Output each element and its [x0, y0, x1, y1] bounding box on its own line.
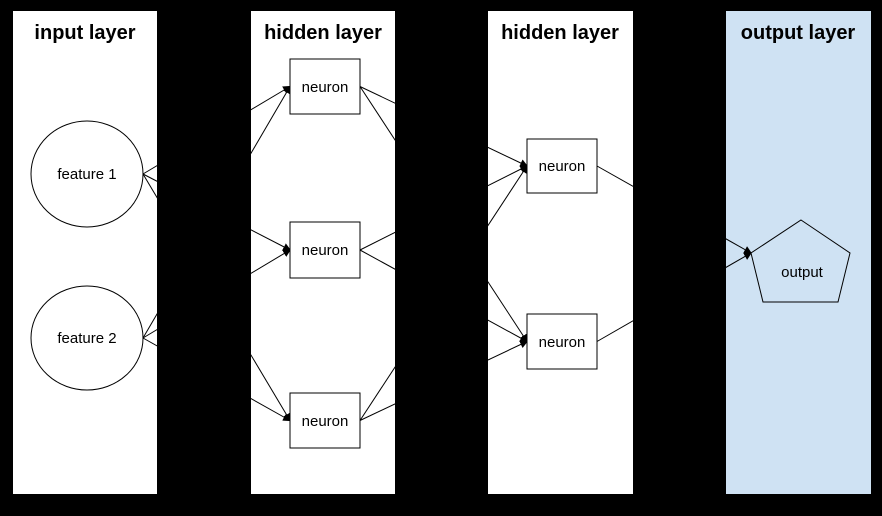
node-feature-1: [30, 120, 144, 228]
title-output-layer: output layer: [741, 22, 856, 44]
title-input-layer: input layer: [34, 22, 135, 44]
node-neuron-2-2: [526, 313, 598, 370]
label-neuron-2-2: neuron: [539, 334, 586, 351]
label-neuron-1-3: neuron: [302, 413, 349, 430]
label-neuron-2-1: neuron: [539, 158, 586, 175]
title-hidden-layer-2: hidden layer: [501, 22, 619, 44]
panel-hidden-layer-2: [488, 11, 633, 494]
label-output: output: [781, 264, 824, 281]
node-feature-2: [30, 285, 144, 391]
label-neuron-1-1: neuron: [302, 79, 349, 96]
node-neuron-1-3: [289, 392, 361, 449]
title-hidden-layer-1: hidden layer: [264, 22, 382, 44]
label-feature-2: feature 2: [57, 330, 116, 347]
label-neuron-1-2: neuron: [302, 242, 349, 259]
node-neuron-1-2: [289, 221, 361, 279]
node-output-pentagon: [750, 219, 851, 303]
label-feature-1: feature 1: [57, 166, 116, 183]
panel-input-layer: [13, 11, 157, 494]
node-neuron-1-1: [289, 58, 361, 115]
node-neuron-2-1: [526, 138, 598, 194]
